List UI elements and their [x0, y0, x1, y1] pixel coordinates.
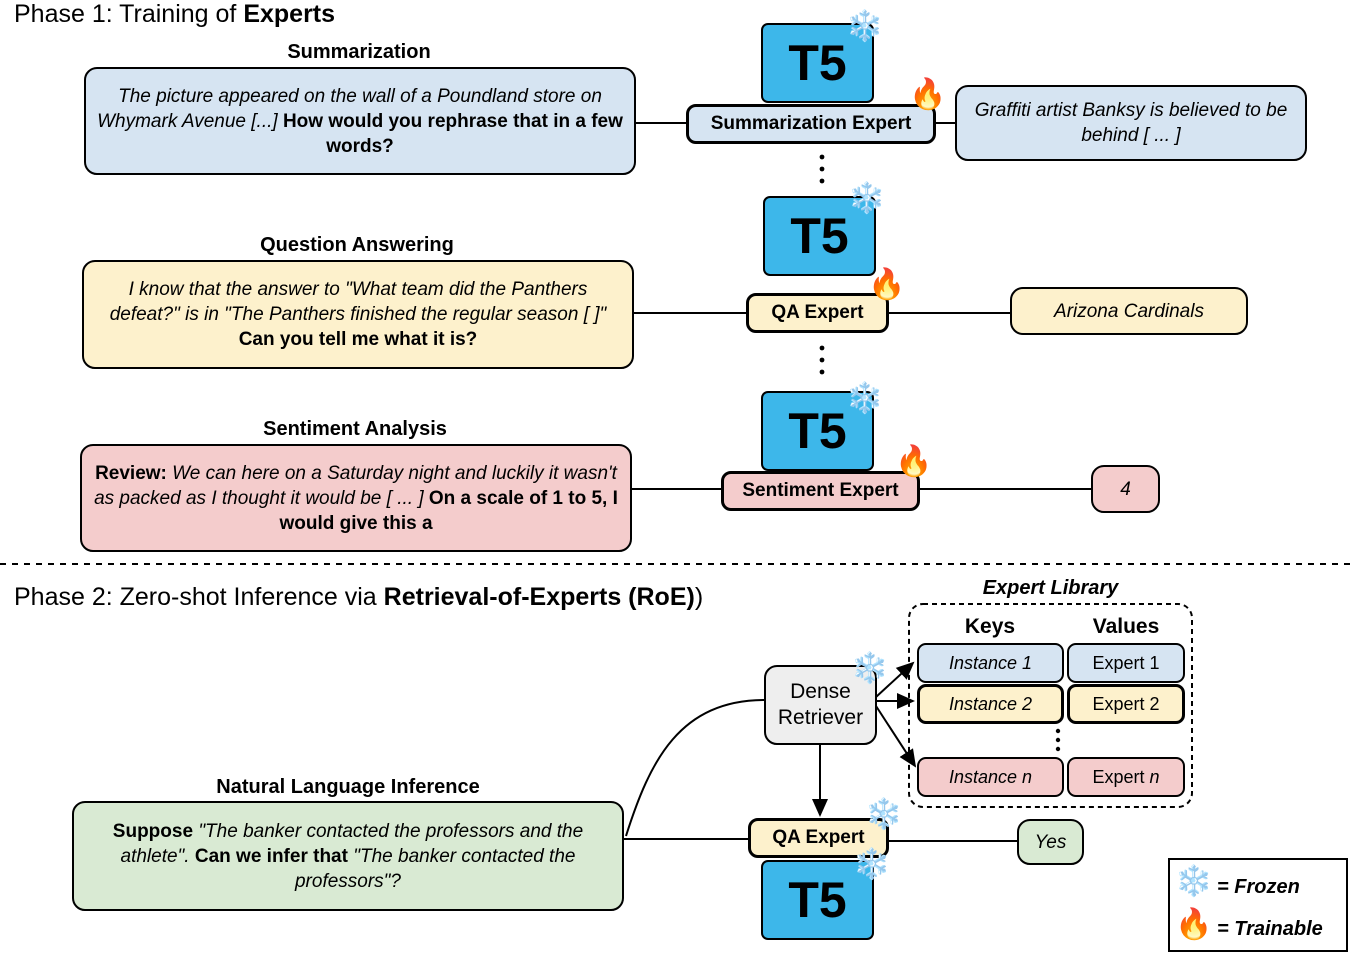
- vertical-ellipsis-1: [819, 154, 825, 184]
- arrow-to-instance-1: [875, 661, 915, 698]
- library-key-1: Instance 1: [917, 643, 1064, 683]
- library-key-2: Instance 2: [917, 684, 1064, 724]
- library-value-1: Expert 1: [1067, 643, 1185, 683]
- snowflake-icon: ❄️: [851, 652, 889, 685]
- sentiment-expert: Sentiment Expert: [721, 471, 920, 511]
- fire-icon: 🔥: [895, 445, 933, 478]
- keys-header: Keys: [964, 615, 1016, 638]
- vertical-ellipsis-2: [819, 345, 825, 375]
- summarization-expert: Summarization Expert: [686, 104, 936, 144]
- expert-library-title: Expert Library: [982, 577, 1119, 599]
- sentiment-title: Sentiment Analysis: [263, 418, 447, 440]
- phase1-title-plain: Phase 1: Training of: [14, 0, 244, 28]
- nli-input-text: Suppose "The banker contacted the profes…: [112, 820, 584, 892]
- phase2-output-box: Yes: [1017, 819, 1084, 865]
- legend-frame: [1168, 858, 1348, 952]
- t5-model-phase2: T5: [761, 860, 874, 940]
- nli-title: Natural Language Inference: [216, 776, 480, 798]
- snowflake-icon: ❄️: [846, 10, 884, 43]
- phase2-title: Phase 2: Zero-shot Inference via Retriev…: [14, 583, 704, 611]
- sentiment-output-box: 4: [1091, 465, 1160, 513]
- library-value-2: Expert 2: [1067, 684, 1185, 724]
- fire-icon: 🔥: [909, 78, 947, 111]
- t5-model-summarization: T5: [761, 23, 874, 103]
- phase1-title: Phase 1: Training of Experts: [14, 0, 335, 28]
- summarization-title: Summarization: [287, 41, 431, 63]
- library-key-n: Instance n: [917, 757, 1064, 797]
- snowflake-icon: ❄️: [848, 182, 886, 215]
- sentiment-input-text: Review: We can here on a Saturday night …: [94, 462, 618, 534]
- vertical-ellipsis-3: [1055, 728, 1061, 752]
- summarization-input-text: The picture appeared on the wall of a Po…: [97, 85, 623, 157]
- snowflake-icon: ❄️: [846, 382, 884, 415]
- snowflake-icon: ❄️: [853, 848, 891, 881]
- nli-input-box: Suppose "The banker contacted the profes…: [72, 801, 624, 911]
- summarization-output-text: Graffiti artist Banksy is believed to be…: [974, 100, 1288, 146]
- legend-fire-icon: 🔥: [1175, 908, 1213, 941]
- sentiment-input-box: Review: We can here on a Saturday night …: [80, 444, 632, 552]
- qa-expert: QA Expert: [746, 293, 889, 333]
- qa-title: Question Answering: [260, 234, 454, 256]
- snowflake-icon: ❄️: [865, 798, 903, 831]
- phase2-output-text: Yes: [1034, 831, 1067, 853]
- qa-input-text: I know that the answer to "What team did…: [109, 279, 607, 350]
- qa-output-box: Arizona Cardinals: [1010, 287, 1248, 335]
- summarization-input-box: The picture appeared on the wall of a Po…: [84, 67, 636, 175]
- summarization-output-box: Graffiti artist Banksy is believed to be…: [955, 85, 1307, 161]
- qa-input-box: I know that the answer to "What team did…: [82, 260, 634, 369]
- legend-trainable-label: = Trainable: [1217, 918, 1323, 940]
- legend-snowflake-icon: ❄️: [1175, 865, 1213, 898]
- t5-model-qa: T5: [763, 196, 876, 276]
- expert-library-frame: [908, 603, 1193, 808]
- values-header: Values: [1092, 615, 1160, 638]
- qa-output-text: Arizona Cardinals: [1054, 300, 1204, 322]
- phase1-title-bold: Experts: [243, 0, 336, 28]
- fire-icon: 🔥: [868, 268, 906, 301]
- dense-retriever: Dense Retriever: [764, 665, 877, 745]
- sentiment-output-text: 4: [1120, 478, 1131, 500]
- t5-model-sentiment: T5: [761, 391, 874, 471]
- library-value-n: Expert n: [1067, 757, 1185, 797]
- legend-frozen-label: = Frozen: [1217, 876, 1300, 898]
- phase2-qa-expert: QA Expert: [748, 818, 889, 858]
- line-nli-to-retriever: [625, 699, 766, 837]
